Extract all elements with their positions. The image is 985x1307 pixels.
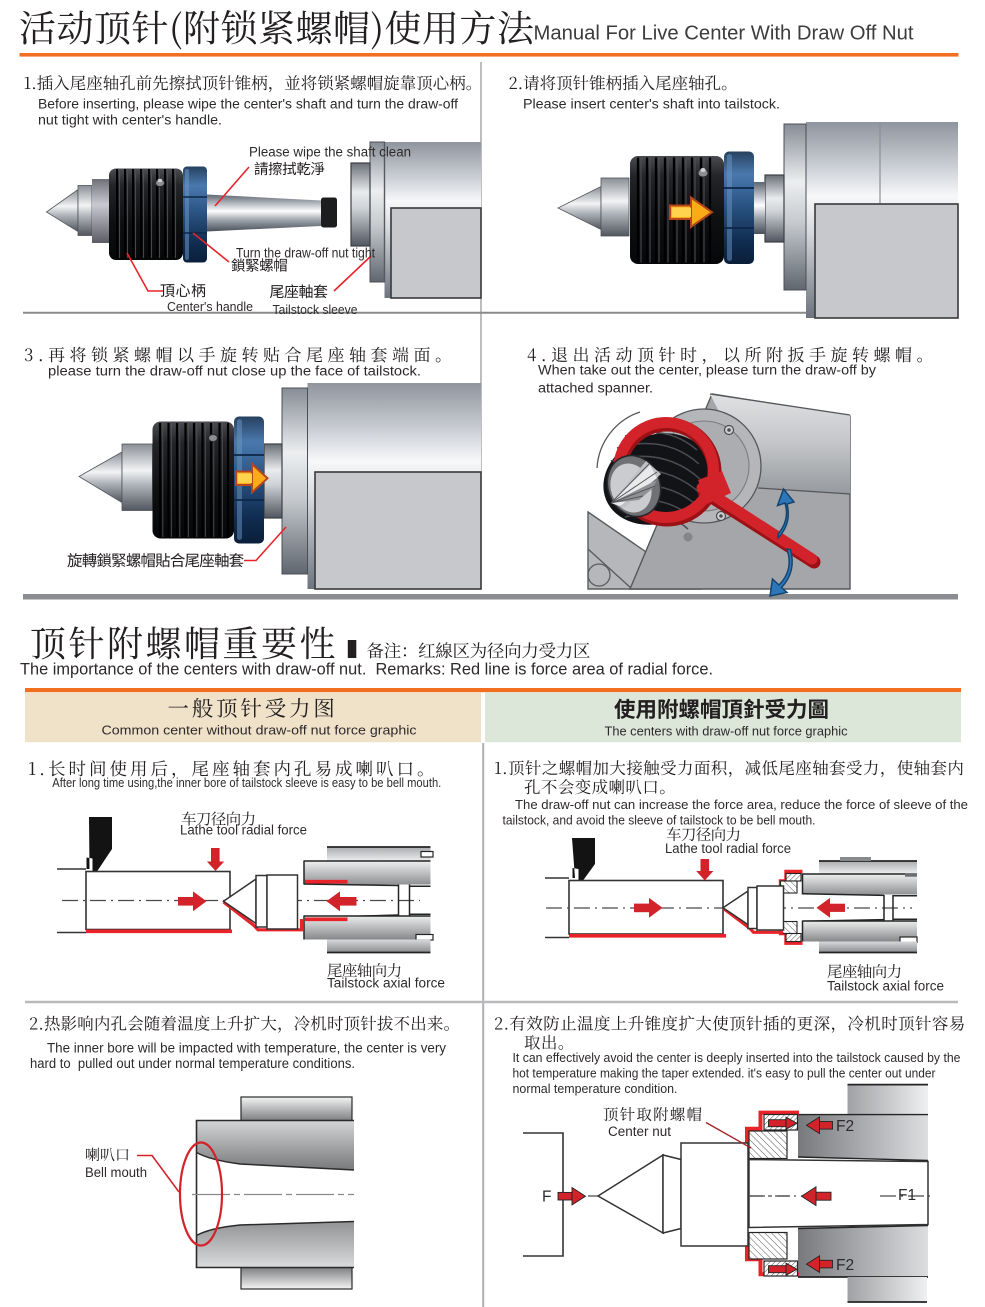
svg-text:Bell mouth: Bell mouth	[85, 1165, 147, 1180]
svg-text:Please wipe the shaft clean: Please wipe the shaft clean	[249, 145, 411, 160]
svg-text:nut tight with center's handle: nut tight with center's handle.	[38, 113, 222, 129]
svg-text:hard to pulled out under norm: hard to pulled out under normal temperat…	[30, 1056, 355, 1071]
svg-text:F: F	[542, 1189, 551, 1206]
svg-text:Center nut: Center nut	[608, 1124, 671, 1139]
svg-text:Common center without draw-off: Common center without draw-off nut force…	[102, 724, 417, 738]
svg-text:Turn the draw-off nut tight: Turn the draw-off nut tight	[236, 246, 375, 261]
svg-text:Lathe tool radial force: Lathe tool radial force	[665, 841, 791, 856]
svg-text:normal temperature condition.: normal temperature condition.	[513, 1081, 678, 1096]
svg-text:F2: F2	[836, 1257, 854, 1274]
svg-text:F2: F2	[836, 1118, 854, 1135]
svg-text:The importance of the centers: The importance of the centers with draw-…	[20, 661, 713, 679]
svg-text:Center's handle: Center's handle	[167, 299, 253, 314]
svg-text:F1: F1	[898, 1187, 916, 1204]
svg-text:Manual For Live Center With Dr: Manual For Live Center With Draw Off Nut	[534, 22, 914, 45]
svg-text:hot temperature making the tap: hot temperature making the taper extende…	[513, 1066, 937, 1081]
svg-text:The centers with draw-off nut: The centers with draw-off nut force grap…	[605, 725, 848, 739]
svg-text:Please insert center's shaft i: Please insert center's shaft into tailst…	[523, 97, 780, 113]
svg-text:tailstock, and avoid the sleev: tailstock, and avoid the sleeve of tails…	[503, 813, 816, 828]
svg-text:The draw-off nut can increase: The draw-off nut can increase the force …	[515, 797, 968, 812]
svg-text:Tailstock axial force: Tailstock axial force	[827, 979, 944, 994]
svg-text:After long time using,the inne: After long time using,the inner bore of …	[52, 775, 441, 790]
svg-text:When take out the center, plea: When take out the center, please turn th…	[538, 363, 877, 379]
svg-text:please turn the draw-off nut c: please turn the draw-off nut close up th…	[48, 364, 421, 380]
svg-text:Tailstock axial force: Tailstock axial force	[327, 976, 445, 991]
svg-text:Tailstock sleeve: Tailstock sleeve	[273, 302, 358, 317]
svg-text:attached spanner.: attached spanner.	[538, 381, 653, 397]
svg-text:Lathe tool radial force: Lathe tool radial force	[180, 823, 307, 838]
svg-text:Before inserting, please wipe: Before inserting, please wipe the center…	[38, 97, 458, 113]
svg-text:It can effectively avoid the c: It can effectively avoid the center is d…	[513, 1050, 961, 1065]
svg-text:The inner bore will be impacte: The inner bore will be impacted with tem…	[47, 1040, 446, 1055]
